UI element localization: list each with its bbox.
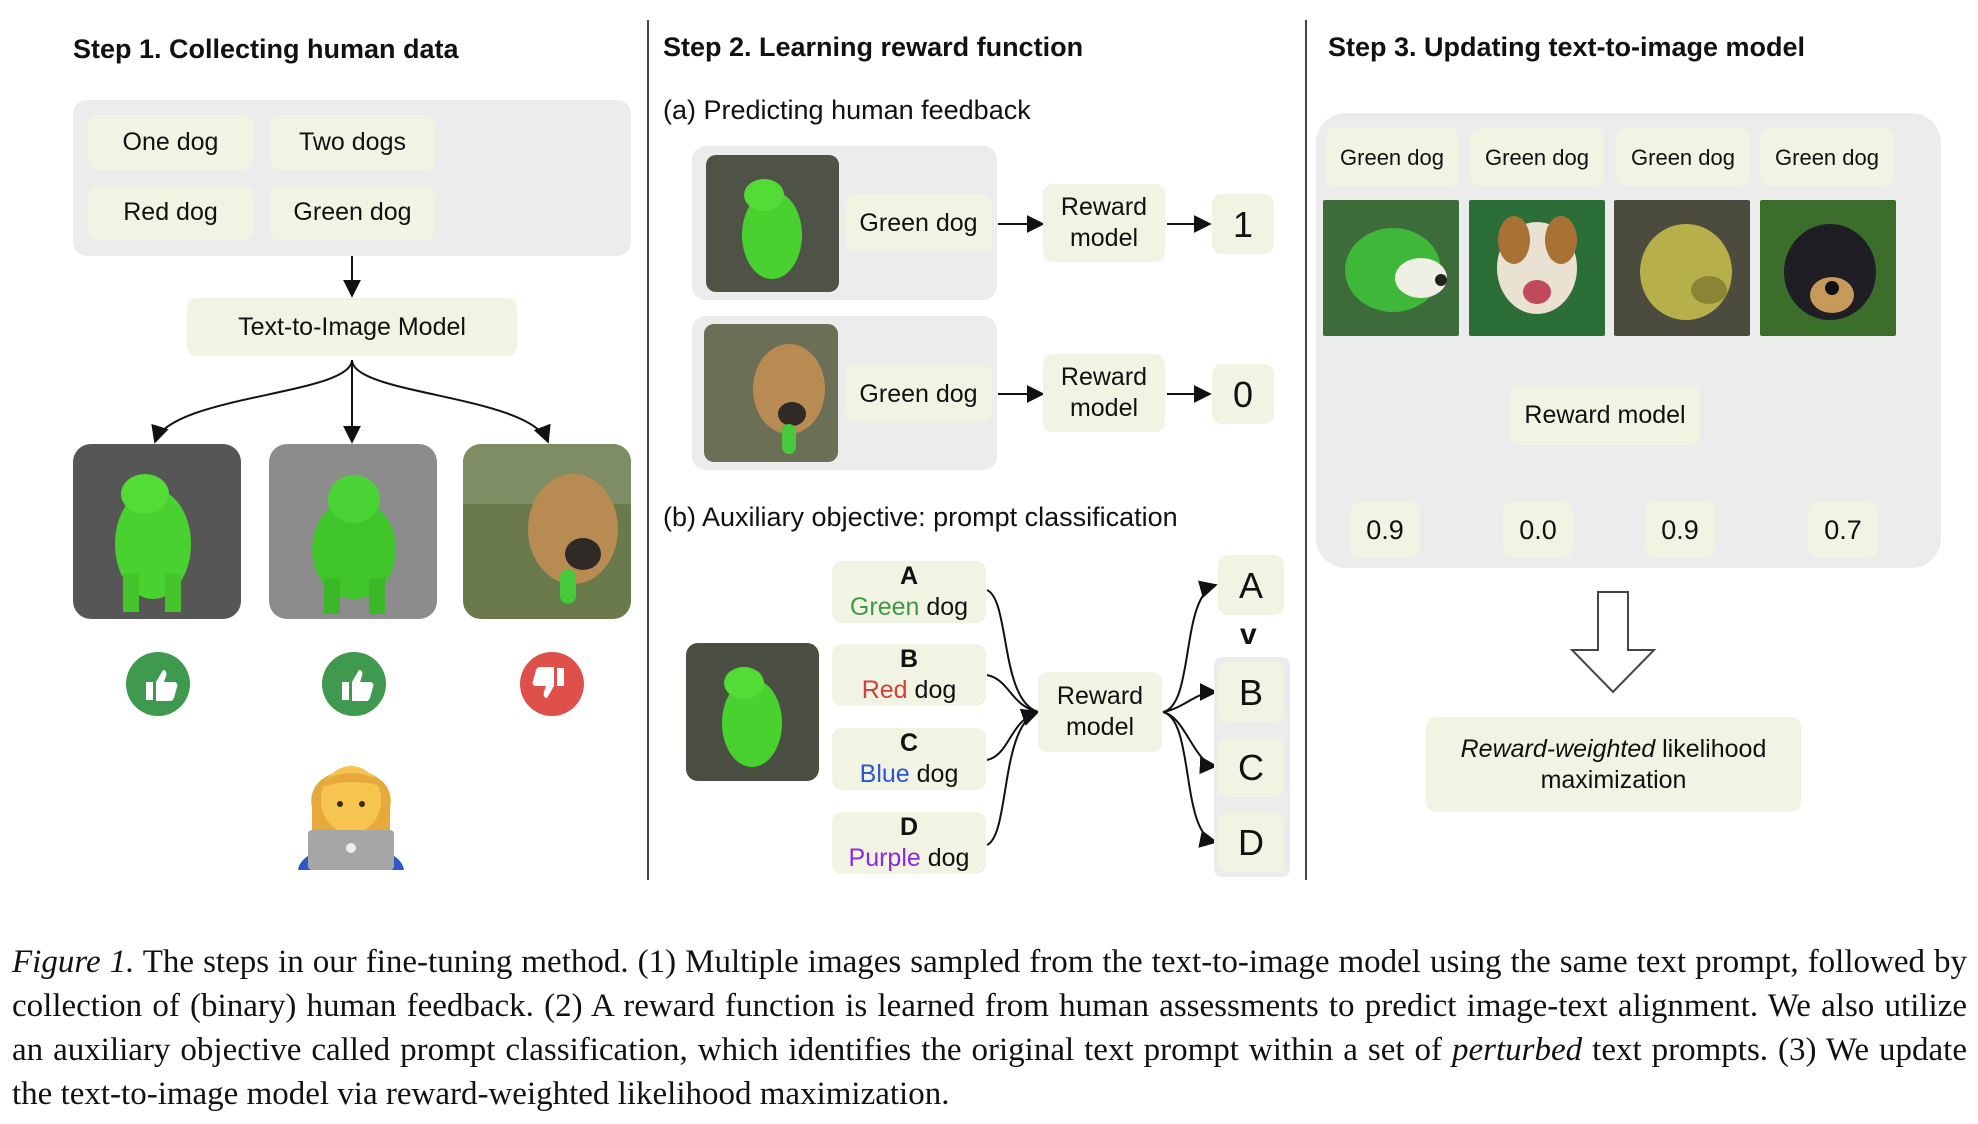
option-word: dog [909, 760, 959, 788]
objective-italic: Reward-weighted [1460, 734, 1656, 763]
prompt-box: Green dog [270, 185, 435, 240]
thumbs-down-icon [520, 652, 584, 716]
prompt-option-c: C Blue dog [832, 728, 986, 790]
option-letter: B [899, 645, 919, 673]
prompt-box: Two dogs [270, 115, 435, 170]
dog-image-green [706, 155, 839, 292]
thumbs-up-icon [126, 652, 190, 716]
objective-text: likelihood maximization [1540, 734, 1774, 794]
step3-panel [1316, 113, 1941, 568]
figure-caption: Figure 1. The steps in our fine-tuning m… [12, 940, 1967, 1116]
text-to-image-model-box: Text-to-Image Model [187, 298, 517, 356]
prompt-box: Green dog [1760, 128, 1894, 186]
option-letter: A [899, 562, 919, 590]
option-letter: D [899, 813, 919, 841]
prompt-box: Green dog [1470, 128, 1604, 186]
prompt-box: Green dog [845, 365, 992, 423]
option-color-word: Blue [859, 760, 910, 788]
part-b-heading: (b) Auxiliary objective: prompt classifi… [663, 502, 1178, 532]
step1-title: Step 1. Collecting human data [73, 34, 459, 64]
reward-model-box: Reward model [1043, 184, 1165, 262]
reward-output: 0 [1212, 364, 1274, 424]
prompt-box: One dog [88, 115, 253, 170]
human-annotator-icon [292, 738, 410, 870]
prompt-box: Red dog [88, 185, 253, 240]
part-a-heading: (a) Predicting human feedback [663, 95, 1031, 125]
caption-italic: perturbed [1452, 1032, 1583, 1068]
generated-image-green-dog [73, 444, 241, 619]
prompt-option-a: A Green dog [832, 561, 986, 623]
reward-output: 1 [1212, 194, 1274, 254]
step3-title: Step 3. Updating text-to-image model [1328, 32, 1806, 62]
option-word: dog [919, 593, 969, 621]
thumbs-up-icon [322, 652, 386, 716]
reward-score: 0.7 [1808, 502, 1878, 558]
reward-score: 0.0 [1503, 502, 1573, 558]
option-color-word: Green [849, 593, 920, 621]
generated-image-dog [1614, 200, 1750, 336]
caption-text: text prompts. (3) We update the text-to-… [12, 1032, 1967, 1112]
ranking-greater-symbol: v [1240, 618, 1257, 651]
ranked-prompt-c: C [1218, 737, 1284, 797]
prompt-box: Green dog [1325, 128, 1459, 186]
reward-model-box: Reward model [1038, 672, 1162, 752]
generated-image-green-dog [269, 444, 437, 619]
ranked-prompt-d: D [1218, 812, 1284, 872]
caption-text: The steps in our fine-tuning method. (1)… [12, 944, 1968, 1068]
step2-title: Step 2. Learning reward function [663, 32, 1084, 62]
objective-box: Reward-weighted likelihood maximization [1426, 717, 1801, 812]
generated-image-brown-dog [463, 444, 631, 619]
ranked-prompt-b: B [1218, 662, 1284, 722]
generated-image-green-dog [1323, 200, 1459, 336]
generated-image-dog [1469, 200, 1605, 336]
prompt-box: Green dog [845, 194, 992, 252]
reward-score: 0.9 [1645, 502, 1715, 558]
prompt-option-d: D Purple dog [832, 812, 986, 874]
reward-model-box: Reward model [1510, 385, 1700, 445]
prompt-option-b: B Red dog [832, 644, 986, 706]
reward-model-box: Reward model [1043, 354, 1165, 432]
option-color-word: Red [861, 676, 908, 704]
option-word: dog [907, 676, 957, 704]
caption-label: Figure 1. [12, 944, 135, 980]
option-word: dog [920, 844, 970, 872]
option-color-word: Purple [848, 844, 921, 872]
dog-image-brown [704, 324, 838, 462]
generated-image-dog [1760, 200, 1896, 336]
ranked-prompt-a: A [1218, 555, 1284, 615]
dog-image-green [686, 643, 819, 781]
reward-score: 0.9 [1350, 502, 1420, 558]
option-letter: C [899, 729, 919, 757]
prompt-box: Green dog [1616, 128, 1750, 186]
